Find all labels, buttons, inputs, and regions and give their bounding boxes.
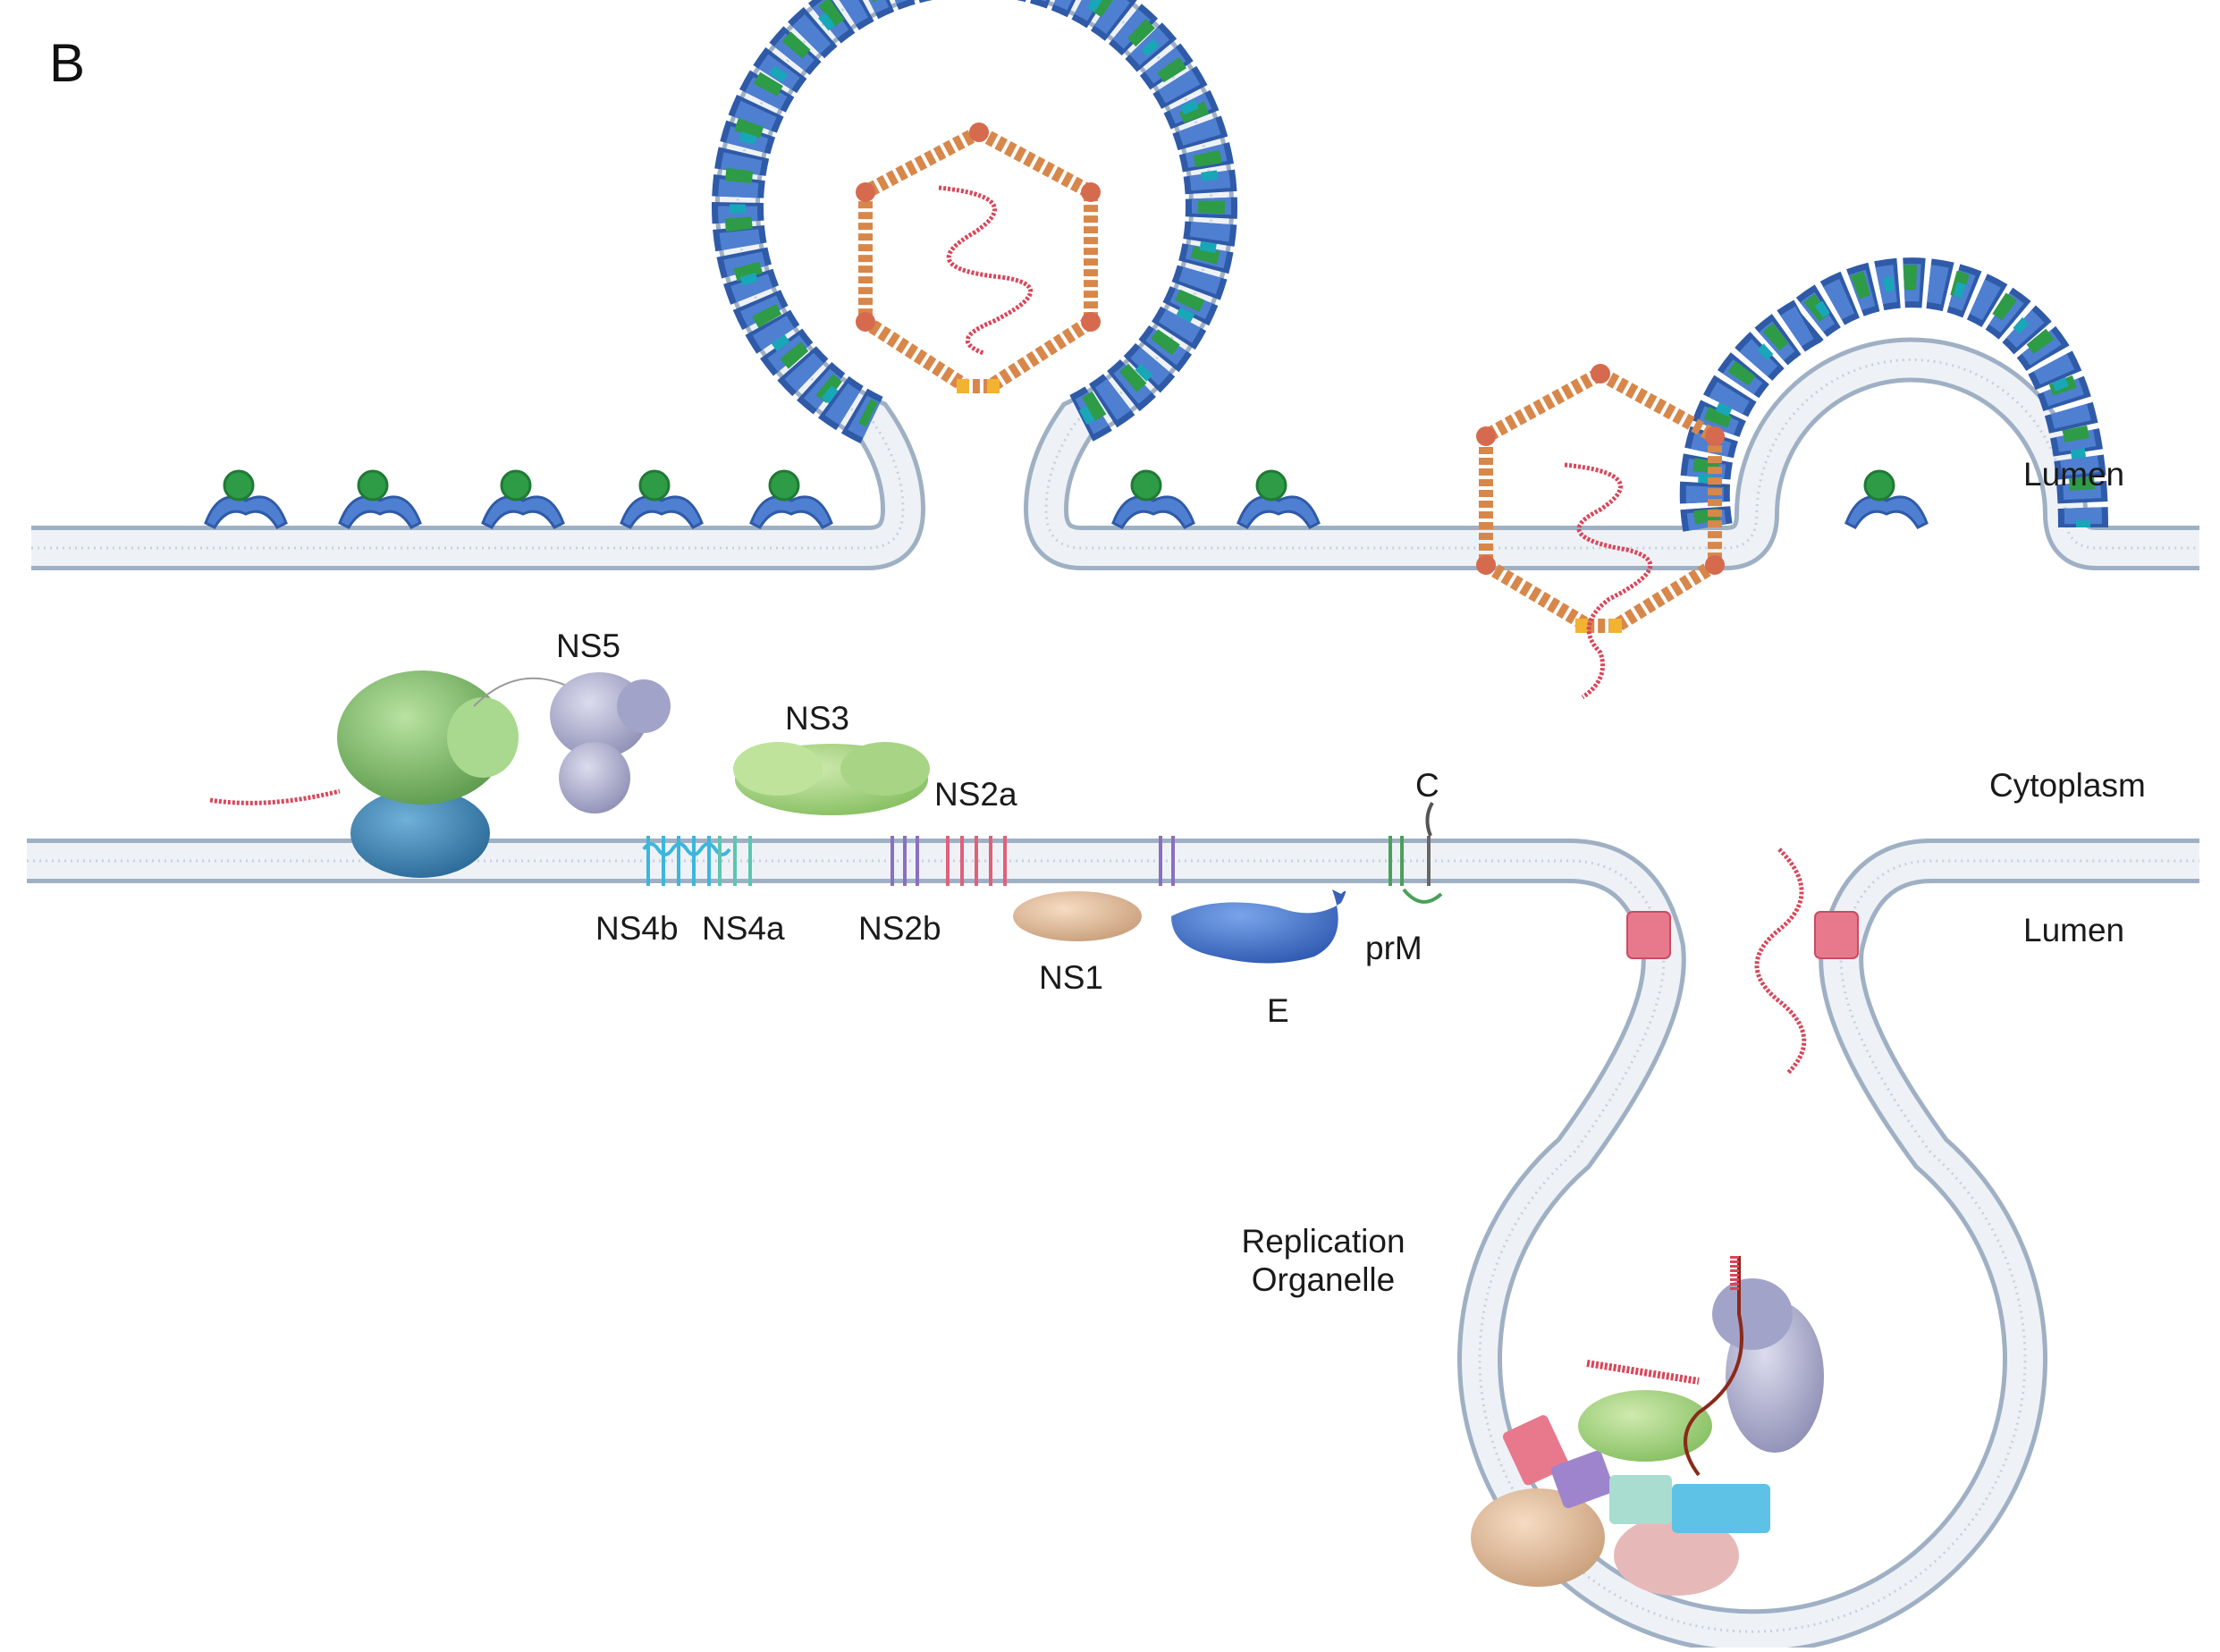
panel-letter: B (49, 33, 86, 93)
ns5-protein (473, 672, 671, 813)
ns3-protein (733, 742, 930, 815)
capsid-2 (1476, 364, 1725, 633)
replication-complex (1471, 1256, 1824, 1596)
top-er-membrane (31, 0, 2199, 570)
lower-er-membrane (27, 839, 2199, 1652)
label-cytoplasm: Cytoplasm (1989, 767, 2146, 804)
label-replication-organelle: Replication Organelle (1241, 1223, 1405, 1299)
label-ns5: NS5 (556, 628, 620, 664)
label-ns4a: NS4a (702, 910, 785, 947)
label-ns1: NS1 (1039, 959, 1103, 996)
label-lumen-bottom: Lumen (2023, 912, 2125, 948)
label-ns4b: NS4b (595, 910, 679, 947)
label-ns2a: NS2a (934, 776, 1017, 813)
label-organelle: Organelle (1251, 1260, 1396, 1298)
label-replication: Replication (1241, 1223, 1405, 1260)
ro-neck-pores (1626, 911, 1859, 959)
envelope-protein-coat (712, 0, 2108, 532)
label-c: C (1415, 767, 1439, 804)
e-dimers-flat (204, 469, 1929, 529)
viral-rna (209, 185, 1807, 1075)
ribosome (337, 670, 519, 878)
label-ns3: NS3 (785, 700, 849, 737)
label-prm: prM (1365, 930, 1422, 966)
label-ns2b: NS2b (858, 910, 941, 947)
capsid-1 (856, 122, 1101, 393)
label-lumen-top: Lumen (2023, 456, 2125, 493)
ns1-protein (1013, 891, 1142, 941)
transmembrane-helices (642, 801, 1443, 904)
e-protein (1171, 889, 1346, 964)
label-e: E (1267, 992, 1289, 1029)
